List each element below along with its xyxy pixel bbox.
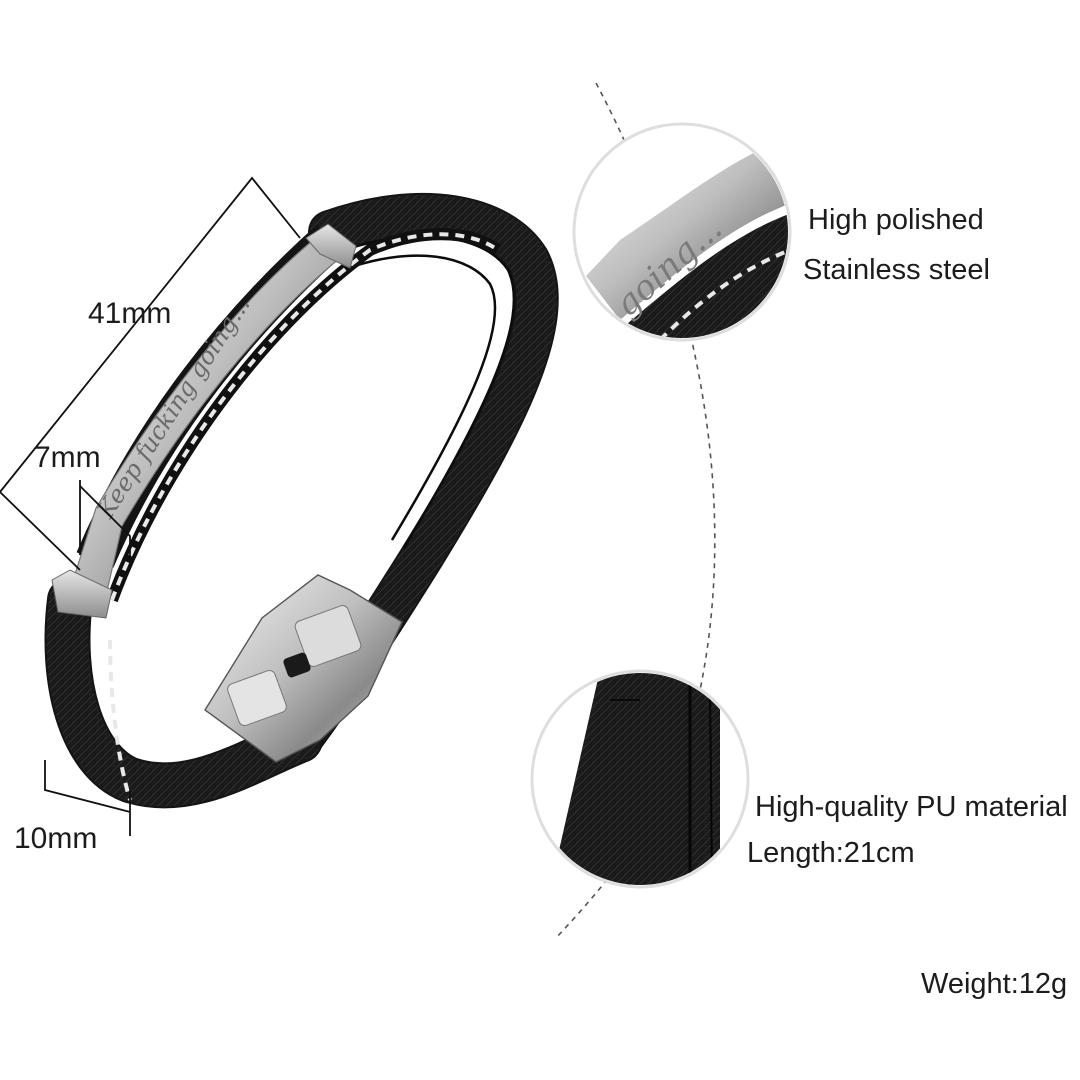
material-feature-line2: Length:21cm (747, 837, 915, 869)
material-feature-line1: High-quality PU material (755, 791, 1068, 823)
zoom-steel: going... (572, 122, 792, 342)
clasp (204, 574, 403, 763)
plate-width-dimension-label: 7mm (34, 441, 101, 474)
steel-feature-line2: Stainless steel (803, 254, 990, 286)
band-width-dimension-label: 10mm (14, 822, 98, 855)
steel-feature-line1: High polished (808, 204, 984, 236)
dimension-lines (0, 176, 301, 836)
length-dimension-label: 41mm (88, 297, 172, 330)
weight-label: Weight:12g (921, 968, 1068, 1000)
zoom-leather (530, 669, 750, 889)
